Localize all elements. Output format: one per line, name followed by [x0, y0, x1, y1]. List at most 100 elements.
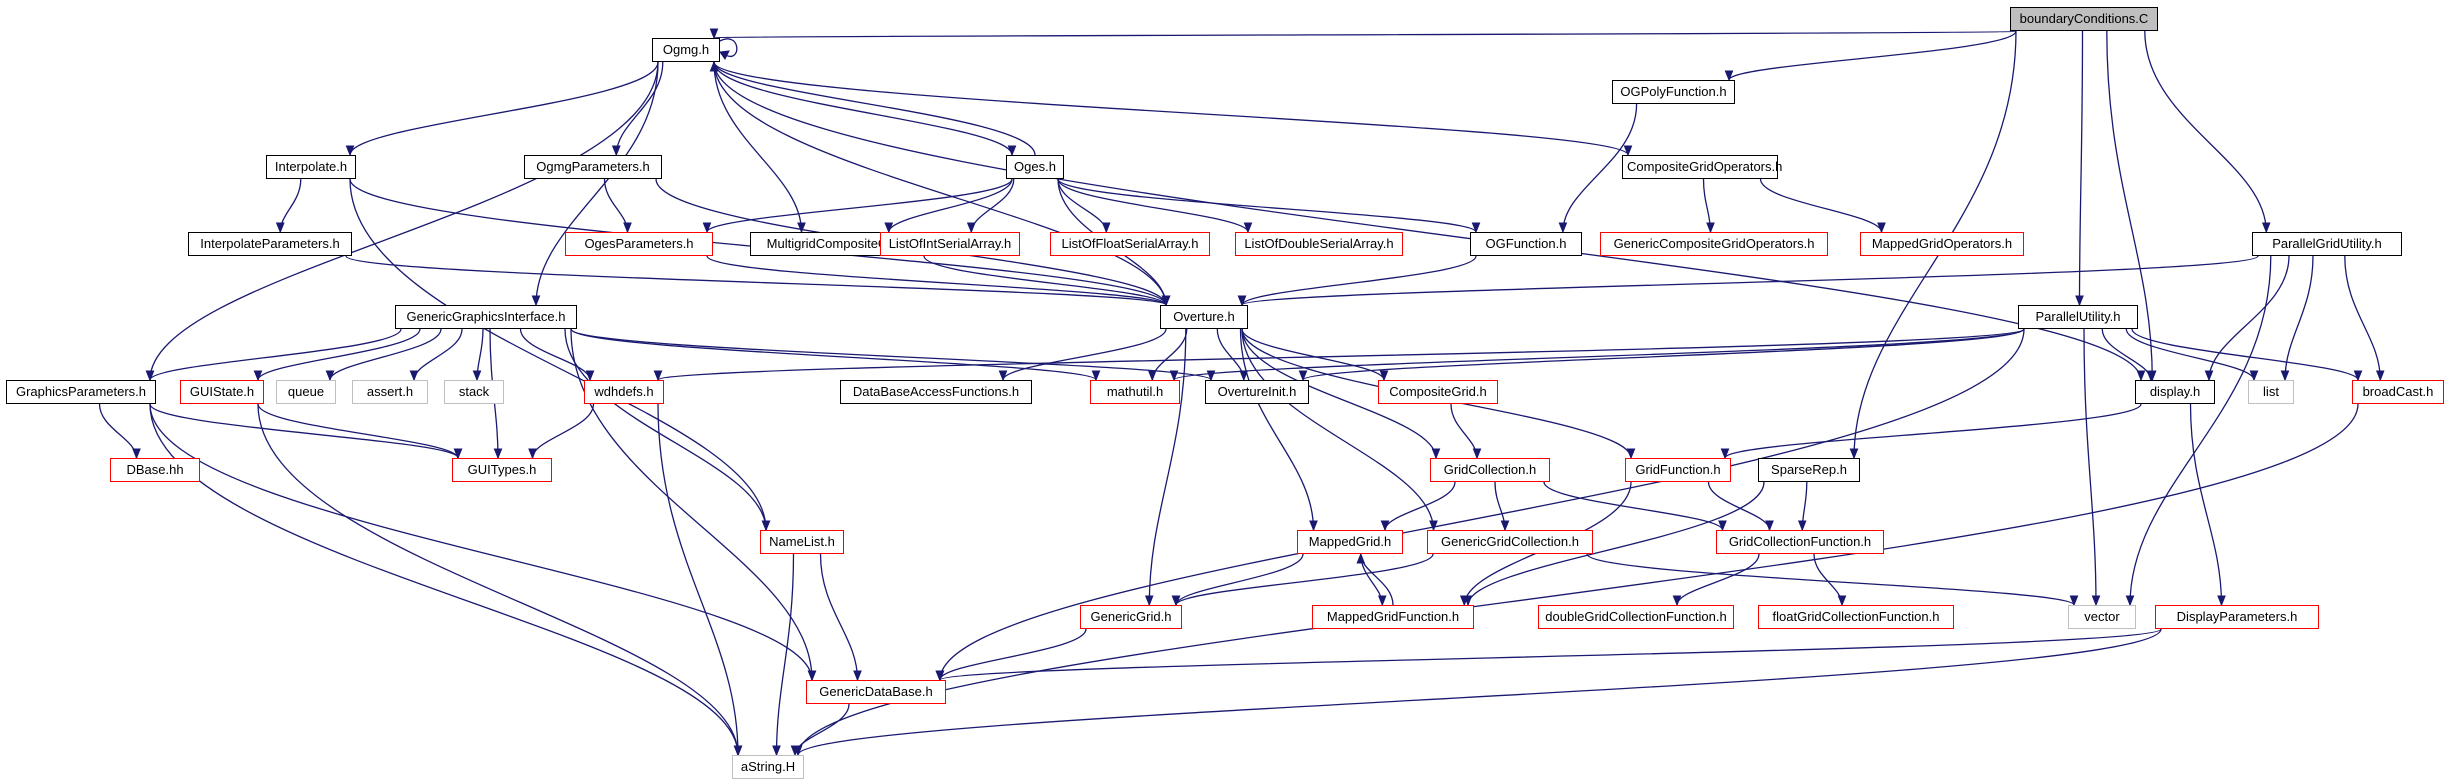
edge-pgu-list	[2280, 255, 2314, 382]
edge-overture-dbaf	[998, 328, 1167, 382]
node-dgcf[interactable]: doubleGridCollectionFunction.h	[1538, 605, 1734, 629]
node-dbase[interactable]: DBase.hh	[110, 458, 200, 482]
node-cgops[interactable]: CompositeGridOperators.h	[1622, 155, 1782, 179]
edge-namelist-astring	[772, 553, 795, 757]
node-root[interactable]: boundaryConditions.C	[2010, 7, 2158, 31]
node-ogmgparams[interactable]: OgmgParameters.h	[524, 155, 662, 179]
node-cgrid[interactable]: CompositeGrid.h	[1378, 380, 1498, 404]
node-dispparams[interactable]: DisplayParameters.h	[2155, 605, 2319, 629]
edge-gcollfunc-fgcf	[1813, 553, 1847, 607]
edge-ogmg-cgops	[713, 61, 1633, 157]
node-assert: assert.h	[352, 380, 428, 404]
node-gp[interactable]: GraphicsParameters.h	[6, 380, 156, 404]
node-gcoll[interactable]: GridCollection.h	[1430, 458, 1550, 482]
node-label: OGFunction.h	[1485, 236, 1567, 251]
node-sparserep[interactable]: SparseRep.h	[1758, 458, 1860, 482]
node-mathutil[interactable]: mathutil.h	[1090, 380, 1180, 404]
edge-ogpoly-ogfunc	[1558, 103, 1638, 234]
node-ggi[interactable]: GenericGraphicsInterface.h	[395, 305, 577, 329]
edge-ogmgparams-ogesparams	[603, 178, 632, 234]
node-ldouble[interactable]: ListOfDoubleSerialArray.h	[1235, 232, 1403, 256]
node-ogesparams[interactable]: OgesParameters.h	[565, 232, 713, 256]
node-lint[interactable]: ListOfIntSerialArray.h	[880, 232, 1020, 256]
node-mgfunc[interactable]: MappedGridFunction.h	[1312, 605, 1474, 629]
edge-sparserep-mgfunc	[1463, 481, 1765, 607]
node-label: GenericGraphicsInterface.h	[406, 309, 566, 324]
node-label: aString.H	[740, 759, 796, 774]
edge-wdhdefs-astring	[657, 403, 743, 757]
edge-oges-ogmg	[709, 60, 1036, 156]
node-label: GridCollectionFunction.h	[1728, 534, 1872, 549]
node-namelist[interactable]: NameList.h	[760, 530, 844, 554]
node-dbaf[interactable]: DataBaseAccessFunctions.h	[840, 380, 1032, 404]
node-label: display.h	[2149, 384, 2201, 399]
edge-pu-ovinit	[1298, 328, 2025, 382]
edge-pgu-overture	[1237, 255, 2259, 307]
node-overture[interactable]: Overture.h	[1160, 305, 1248, 329]
node-label: MappedGridFunction.h	[1326, 609, 1460, 624]
node-guistate[interactable]: GUIState.h	[180, 380, 264, 404]
node-ogfunc[interactable]: OGFunction.h	[1470, 232, 1582, 256]
node-label: GenericCompositeGridOperators.h	[1613, 236, 1815, 251]
edge-root-pgu	[2144, 30, 2271, 234]
edge-gcollfunc-dgcf	[1672, 553, 1760, 607]
node-broadcast[interactable]: broadCast.h	[2352, 380, 2444, 404]
edge-ggi-stack	[472, 328, 484, 382]
edge-oges-ldouble	[1057, 178, 1253, 234]
node-display[interactable]: display.h	[2135, 380, 2215, 404]
node-pu[interactable]: ParallelUtility.h	[2018, 305, 2138, 329]
node-guitypes[interactable]: GUITypes.h	[452, 458, 552, 482]
node-label: Oges.h	[1014, 159, 1056, 174]
node-gcgops[interactable]: GenericCompositeGridOperators.h	[1600, 232, 1828, 256]
node-ogpoly[interactable]: OGPolyFunction.h	[1612, 80, 1735, 104]
node-label: queue	[287, 384, 325, 399]
node-mgops[interactable]: MappedGridOperators.h	[1860, 232, 2024, 256]
edge-oges-mgcg	[884, 178, 1013, 234]
node-pgu[interactable]: ParallelGridUtility.h	[2252, 232, 2402, 256]
node-ggrid[interactable]: GenericGrid.h	[1080, 605, 1182, 629]
node-label: NameList.h	[769, 534, 835, 549]
edge-ogmg-display	[713, 61, 2146, 382]
node-fgcf[interactable]: floatGridCollectionFunction.h	[1758, 605, 1954, 629]
edge-root-ogpoly	[1724, 30, 2017, 82]
node-label: GUITypes.h	[467, 462, 537, 477]
node-interp[interactable]: Interpolate.h	[266, 155, 356, 179]
node-gdb[interactable]: GenericDataBase.h	[806, 680, 946, 704]
edge-ogmg-oges	[713, 61, 1017, 157]
node-interpparams[interactable]: InterpolateParameters.h	[188, 232, 352, 256]
edge-ggi-queue	[325, 328, 442, 382]
node-label: ListOfIntSerialArray.h	[888, 236, 1012, 251]
node-label: doubleGridCollectionFunction.h	[1545, 609, 1727, 624]
edge-wdhdefs-guitypes	[528, 403, 595, 460]
edge-mgfunc-mgrid	[1356, 552, 1394, 606]
node-astring: aString.H	[732, 755, 804, 779]
edge-ggi-mathutil	[570, 328, 1101, 382]
node-lfloat[interactable]: ListOfFloatSerialArray.h	[1050, 232, 1210, 256]
edge-pu-broadcast	[2131, 328, 2363, 382]
node-ggcoll[interactable]: GenericGridCollection.h	[1427, 530, 1593, 554]
edge-oges-lint	[966, 178, 1015, 234]
edge-ggi-assert	[409, 328, 463, 382]
edge-gp-gdb	[149, 403, 817, 682]
node-label: GraphicsParameters.h	[15, 384, 147, 399]
node-ogmg[interactable]: Ogmg.h	[652, 38, 720, 62]
node-label: OvertureInit.h	[1217, 384, 1297, 399]
node-label: assert.h	[366, 384, 414, 399]
node-mgrid[interactable]: MappedGrid.h	[1297, 530, 1403, 554]
node-label: MappedGrid.h	[1308, 534, 1392, 549]
node-gfunc[interactable]: GridFunction.h	[1625, 458, 1731, 482]
edge-overture-gcoll	[1241, 328, 1441, 460]
edge-gcoll-gcollfunc	[1543, 481, 1727, 532]
edge-oges-lfloat	[1057, 178, 1111, 234]
node-ovinit[interactable]: OvertureInit.h	[1205, 380, 1309, 404]
node-label: boundaryConditions.C	[2019, 11, 2149, 26]
edge-ggi-gp	[145, 328, 402, 382]
edge-cgrid-gcoll	[1450, 403, 1482, 460]
node-label: mathutil.h	[1106, 384, 1164, 399]
node-gcollfunc[interactable]: GridCollectionFunction.h	[1716, 530, 1884, 554]
node-oges[interactable]: Oges.h	[1006, 155, 1064, 179]
node-wdhdefs[interactable]: wdhdefs.h	[584, 380, 664, 404]
edge-pu-mathutil	[1169, 328, 2025, 382]
node-label: ParallelUtility.h	[2035, 309, 2121, 324]
